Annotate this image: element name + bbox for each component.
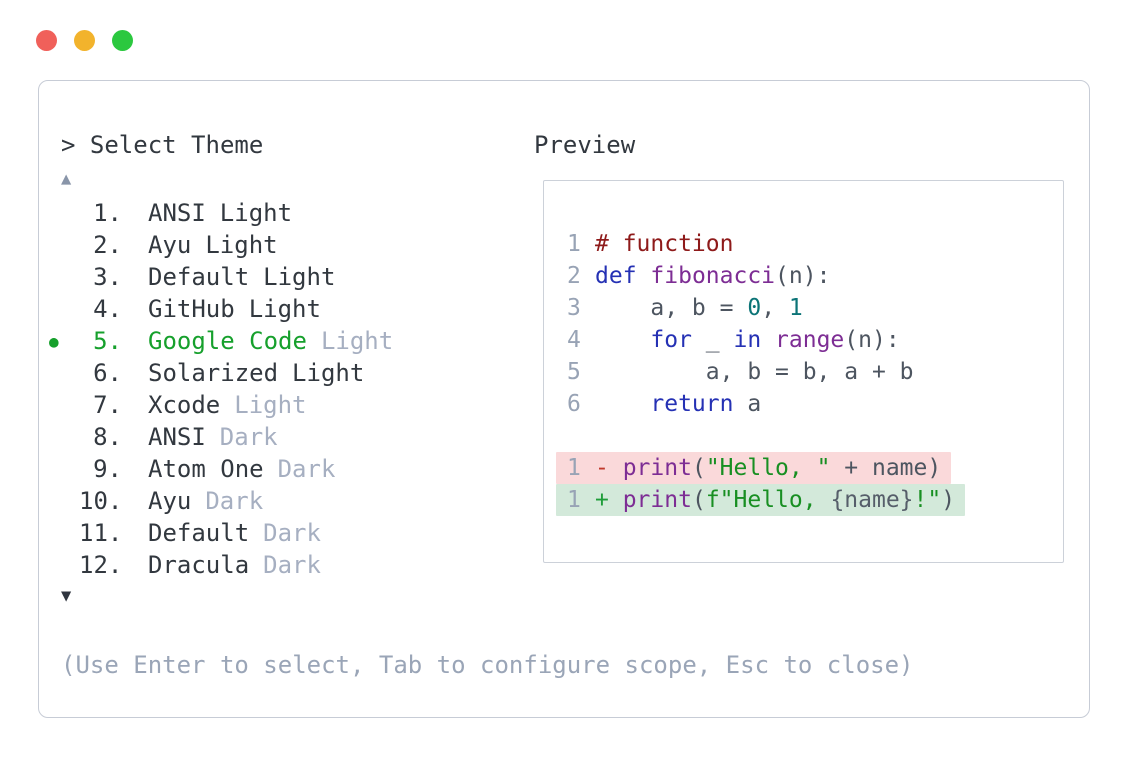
theme-name: Ayu (148, 487, 192, 515)
theme-item[interactable]: 3. Default Light (49, 261, 534, 293)
code-line: 2 def fibonacci(n): (567, 260, 1063, 292)
theme-name: ANSI (148, 199, 206, 227)
line-number: 2 (567, 263, 581, 289)
theme-number: 5. (93, 327, 122, 355)
code-line: 3 a, b = 0, 1 (567, 292, 1063, 324)
theme-item[interactable]: ● 5. Google Code Light (49, 325, 534, 357)
selected-marker-icon: ● (49, 331, 59, 351)
theme-number: 11. (79, 519, 123, 547)
scroll-up-icon[interactable]: ▲ (61, 169, 72, 189)
theme-name: GitHub (148, 295, 235, 323)
theme-number: 3. (93, 263, 122, 291)
line-number: 1 (567, 231, 581, 257)
theme-item[interactable]: 4. GitHub Light (49, 293, 534, 325)
theme-item[interactable]: 10. Ayu Dark (49, 485, 534, 517)
theme-suffix: Light (248, 295, 321, 323)
code-line: 6 return a (567, 388, 1063, 420)
select-theme-prompt: > Select Theme (61, 131, 264, 159)
preview-code-box: 1 # function 2 def fibonacci(n): 3 a, b = 0,… (543, 180, 1064, 563)
theme-item[interactable]: 2. Ayu Light (49, 229, 534, 261)
line-number: 3 (567, 295, 581, 321)
code-text: a, b = b, a + b (595, 359, 914, 385)
theme-item[interactable]: 8. ANSI Dark (49, 421, 534, 453)
line-number: 1 (567, 487, 581, 513)
theme-suffix: Dark (205, 487, 264, 515)
theme-item[interactable]: 7. Xcode Light (49, 389, 534, 421)
theme-suffix: Light (205, 231, 278, 259)
theme-suffix: Dark (263, 551, 321, 579)
theme-item[interactable]: 12. Dracula Dark (49, 549, 534, 581)
line-number: 6 (567, 391, 581, 417)
theme-suffix: Light (219, 199, 293, 227)
preview-label: Preview (534, 131, 636, 159)
maximize-button[interactable] (112, 30, 133, 51)
theme-suffix: Dark (219, 423, 278, 451)
theme-item[interactable]: 9. Atom One Dark (49, 453, 534, 485)
close-button[interactable] (36, 30, 57, 51)
line-number (567, 420, 581, 452)
code-block: 1 # function 2 def fibonacci(n): 3 a, b = 0,… (556, 228, 1063, 516)
theme-number: 10. (79, 487, 123, 515)
scroll-down-icon[interactable]: ▼ (61, 586, 72, 606)
theme-number: 8. (93, 423, 122, 451)
line-number: 5 (567, 359, 581, 385)
theme-name: Default (148, 519, 250, 547)
theme-name: Google Code (148, 327, 307, 355)
code-text: for _ in range(n): (650, 327, 900, 353)
code-line: 1 # function (567, 228, 1063, 260)
diff-line-removed: 1 - print("Hello, " + name) (556, 452, 952, 484)
code-line (567, 420, 1063, 452)
theme-name: Dracula (148, 551, 250, 579)
theme-number: 2. (93, 231, 122, 259)
window-controls (36, 30, 133, 51)
theme-name: Solarized (148, 359, 279, 387)
theme-name: Atom One (148, 455, 264, 483)
theme-item[interactable]: 1. ANSI Light (49, 197, 534, 229)
help-text: (Use Enter to select, Tab to configure s… (61, 651, 914, 679)
code-text: return a (650, 391, 762, 417)
theme-suffix: Light (263, 263, 336, 291)
theme-number: 9. (93, 455, 122, 483)
theme-name: Ayu (148, 231, 192, 259)
theme-suffix: Light (292, 359, 365, 387)
theme-number: 4. (93, 295, 122, 323)
theme-number: 6. (93, 359, 122, 387)
line-number: 1 (567, 455, 581, 481)
code-text: - print("Hello, " + name) (595, 455, 942, 481)
theme-name: Default (148, 263, 250, 291)
theme-suffix: Light (320, 327, 394, 355)
theme-name: Xcode (148, 391, 221, 419)
diff-line-added: 1 + print(f"Hello, {name}!") (556, 484, 966, 516)
code-line: 5 a, b = b, a + b (567, 356, 1063, 388)
theme-suffix: Light (234, 391, 307, 419)
code-text: + print(f"Hello, {name}!") (595, 487, 956, 513)
theme-number: 12. (79, 551, 123, 579)
code-text: # function (595, 231, 734, 257)
minimize-button[interactable] (74, 30, 95, 51)
theme-number: 7. (93, 391, 122, 419)
theme-number: 1. (93, 199, 122, 227)
theme-item[interactable]: 11. Default Dark (49, 517, 534, 549)
code-text: def fibonacci(n): (595, 263, 831, 289)
theme-suffix: Dark (277, 455, 336, 483)
theme-name: ANSI (148, 423, 206, 451)
theme-item[interactable]: 6. Solarized Light (49, 357, 534, 389)
line-number: 4 (567, 327, 581, 353)
theme-suffix: Dark (263, 519, 321, 547)
code-line: 4 for _ in range(n): (567, 324, 1063, 356)
code-text: a, b = 0, 1 (595, 295, 803, 321)
preview-column: Preview 1 # function 2 def fibonacci(n): 3 a… (534, 129, 1064, 679)
